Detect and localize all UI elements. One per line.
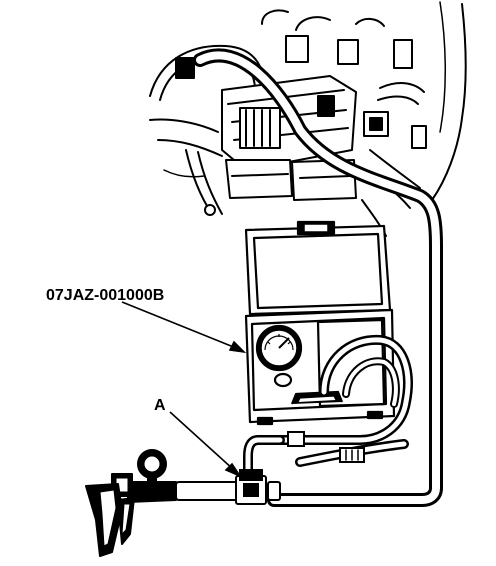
tool-leader-arrow-icon — [228, 340, 247, 354]
vacuum-hose — [193, 48, 443, 507]
part-a-label: A — [154, 397, 166, 414]
hand-vacuum-pump — [85, 449, 177, 557]
part-a-leader-arrow-icon — [224, 462, 243, 478]
tee-fitting — [175, 469, 281, 505]
tester-coiled-hose — [243, 334, 413, 481]
tool-leader-line — [121, 301, 237, 349]
part-a-leader-line — [169, 411, 235, 471]
tester-case — [244, 220, 396, 426]
callout-leaders — [121, 301, 247, 478]
tool-number-label: 07JAZ-001000B — [46, 287, 164, 304]
